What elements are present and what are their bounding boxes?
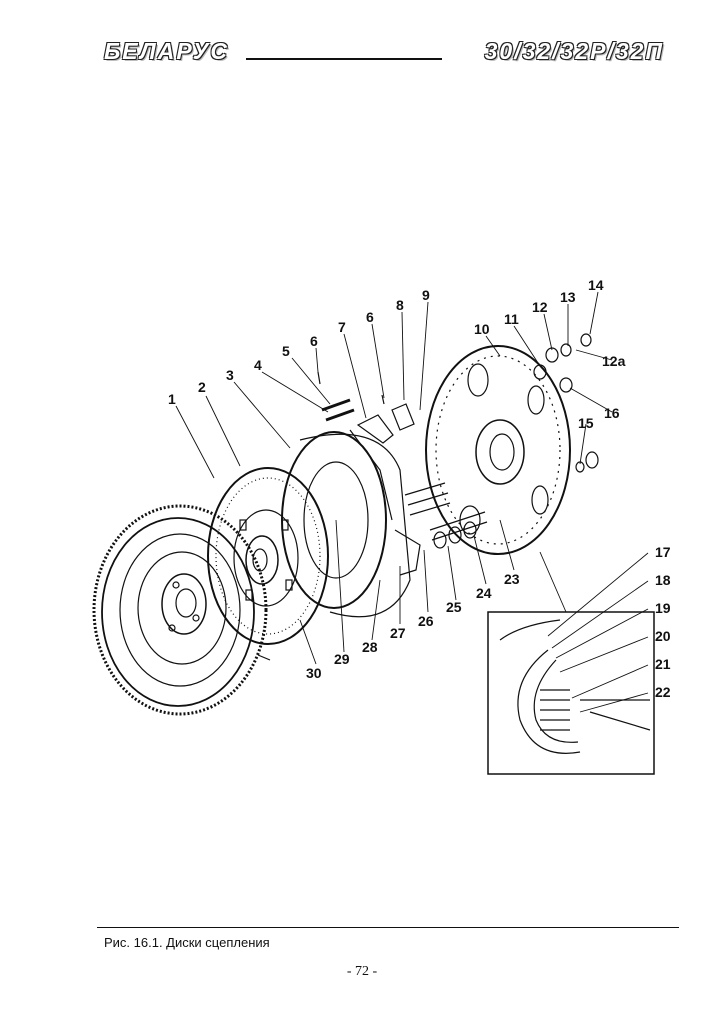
detail-inset-frame — [487, 611, 655, 775]
callout-12a: 12а — [602, 353, 626, 369]
clutch-cover-drawing — [425, 345, 571, 555]
callout-7: 7 — [338, 319, 346, 335]
callout-8: 8 — [396, 297, 404, 313]
callout-3: 3 — [226, 367, 234, 383]
callout-20: 20 — [655, 628, 671, 644]
callout-14: 14 — [588, 277, 604, 293]
callout-9: 9 — [422, 287, 430, 303]
callout-30: 30 — [306, 665, 322, 681]
pressure-plate-drawing — [281, 429, 421, 618]
levers-drawing — [317, 371, 415, 444]
callout-19: 19 — [655, 600, 671, 616]
callout-5: 5 — [282, 343, 290, 359]
detail-inset-drawing — [499, 619, 651, 754]
callout-11: 11 — [504, 311, 519, 327]
callout-15: 15 — [578, 415, 594, 431]
driven-disc-drawing — [207, 467, 329, 645]
page-number: - 72 - — [346, 964, 378, 979]
callout-25: 25 — [446, 599, 462, 615]
callout-26: 26 — [418, 613, 434, 629]
callout-23: 23 — [504, 571, 520, 587]
header-rule — [246, 58, 442, 60]
callout-2: 2 — [198, 379, 206, 395]
figure-caption: Рис. 16.1. Диски сцепления — [104, 935, 270, 950]
callout-28: 28 — [362, 639, 378, 655]
callout-17: 17 — [655, 544, 671, 560]
footer-rule — [97, 927, 679, 928]
spring-bolts-drawing — [404, 482, 488, 549]
callout-18: 18 — [655, 572, 671, 588]
callout-4: 4 — [254, 357, 262, 373]
callout-6b: 6 — [366, 309, 374, 325]
callout-27: 27 — [390, 625, 406, 641]
callout-29: 29 — [334, 651, 350, 667]
leader-lines — [175, 291, 649, 713]
callout-24: 24 — [476, 585, 492, 601]
callout-21: 21 — [655, 656, 671, 672]
callout-10: 10 — [474, 321, 490, 337]
header-models: 30/32/32Р/32П — [484, 38, 664, 64]
callout-numbers: 1 2 3 4 5 6 7 6 8 9 10 11 12 13 14 12а 1… — [168, 277, 671, 700]
header-brand: БЕЛАРУС — [104, 38, 229, 64]
callout-16: 16 — [604, 405, 620, 421]
callout-6a: 6 — [310, 333, 318, 349]
flywheel-drawing — [92, 504, 271, 716]
callout-1: 1 — [168, 391, 176, 407]
callout-13: 13 — [560, 289, 576, 305]
callout-12: 12 — [532, 299, 548, 315]
callout-22: 22 — [655, 684, 671, 700]
